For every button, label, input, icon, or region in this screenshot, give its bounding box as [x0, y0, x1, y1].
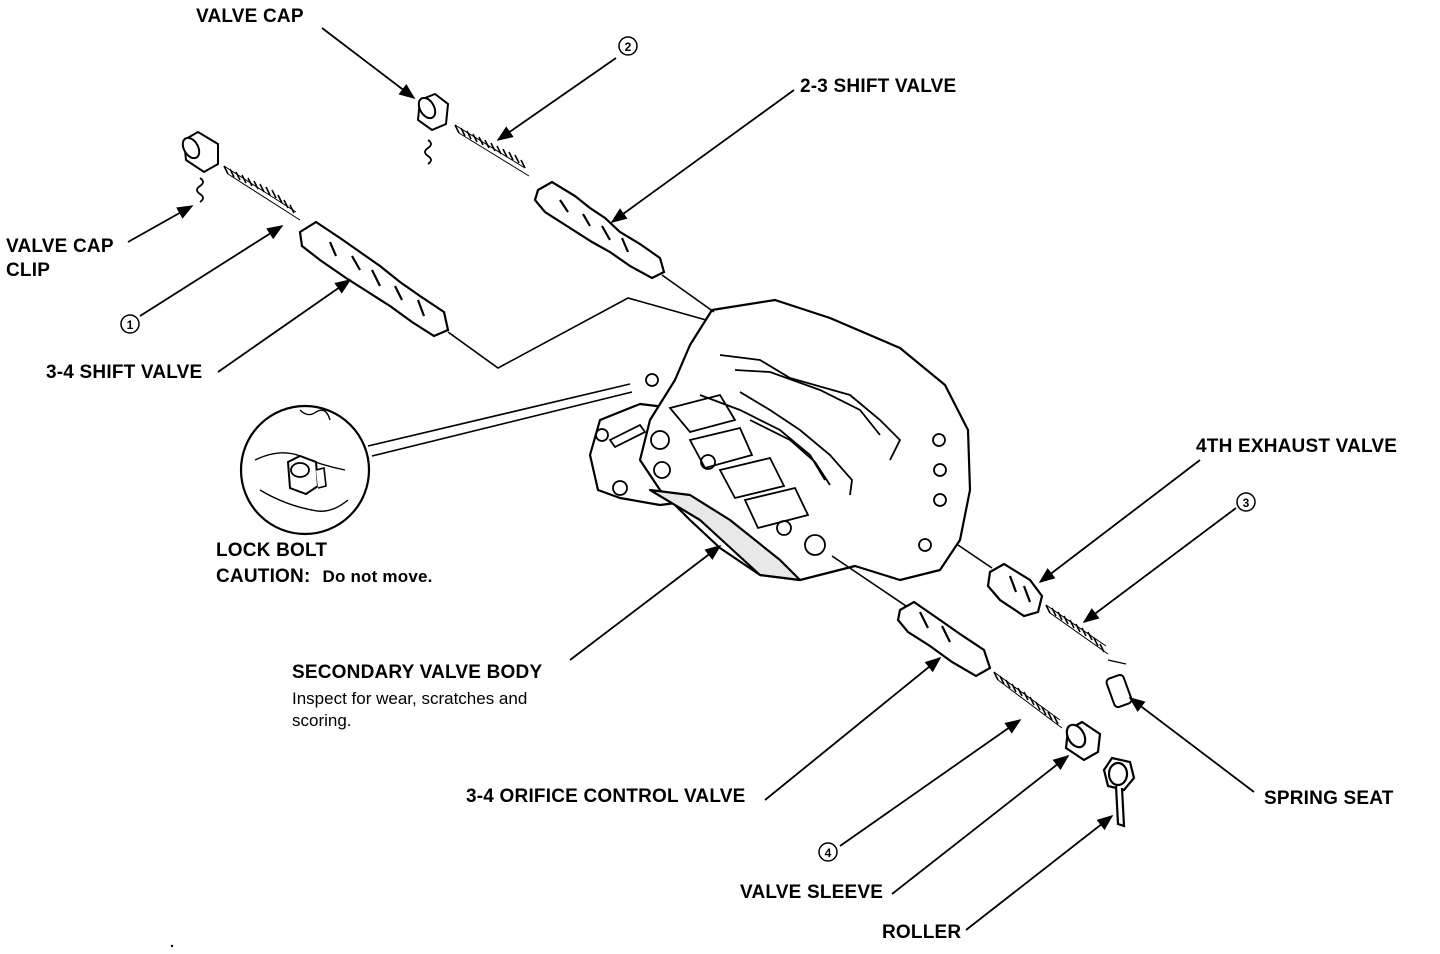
spring-1: [223, 165, 301, 221]
lock-bolt-icon: [286, 454, 327, 496]
leader-secondary-body: [569, 545, 722, 661]
lock-bolt-detail: [239, 383, 633, 536]
axis-line-orifice: [831, 555, 907, 607]
label-shift-valve-23: 2-3 SHIFT VALVE: [800, 76, 957, 97]
secondary-valve-body: [588, 298, 972, 582]
label-valve-sleeve: VALVE SLEEVE: [740, 882, 884, 903]
valve-cap-clip-23: [424, 139, 432, 165]
valve-sleeve: [1064, 720, 1102, 762]
label-valve-cap: VALVE CAP: [196, 6, 304, 27]
leader-valve-sleeve: [891, 755, 1070, 895]
leader-lines: [127, 27, 1255, 931]
leader-orifice-valve: [764, 656, 942, 801]
label-orifice-control-valve: 3-4 ORIFICE CONTROL VALVE: [466, 786, 746, 807]
leader-callout-1: [139, 225, 284, 317]
label-shift-valve-34: 3-4 SHIFT VALVE: [46, 362, 203, 383]
label-valve-cap-clip-1: VALVE CAP: [6, 236, 114, 257]
leader-spring-seat: [1128, 697, 1255, 793]
leader-valve-cap-clip: [127, 205, 194, 243]
svg-text:4: 4: [825, 846, 832, 860]
orifice-control-valve-34: [896, 600, 992, 678]
valve-cap-34: [181, 130, 219, 174]
label-lock-bolt: LOCK BOLT: [216, 540, 328, 561]
axis-line-23: [661, 274, 715, 313]
leader-shift-valve-34: [217, 279, 352, 373]
svg-text:2: 2: [625, 40, 632, 54]
callout-3: 3: [1236, 492, 1256, 512]
label-secondary-valve-body: SECONDARY VALVE BODY: [292, 662, 543, 683]
label-roller: ROLLER: [882, 922, 962, 943]
leader-callout-4: [839, 719, 1022, 847]
label-caution: CAUTION:: [216, 566, 311, 587]
label-caution-text: Do not move.: [322, 567, 433, 586]
leader-callout-2: [496, 57, 617, 141]
spring-4: [993, 671, 1063, 729]
note-secondary-2: scoring.: [292, 711, 352, 730]
shift-valve-34: [298, 220, 450, 338]
shift-valve-23: [533, 180, 666, 280]
valve-cap-clip-34: [196, 177, 204, 203]
valve-body-details: [595, 354, 947, 556]
callout-2: 2: [618, 36, 638, 56]
leader-exhaust-valve: [1038, 459, 1201, 583]
exhaust-valve-4th: [986, 562, 1044, 618]
label-spring-seat: SPRING SEAT: [1264, 788, 1394, 809]
spring-seat: [1105, 659, 1133, 709]
svg-text:1: 1: [127, 318, 134, 332]
leader-valve-cap: [321, 27, 416, 99]
note-secondary-1: Inspect for wear, scratches and: [292, 689, 528, 708]
caution-line: CAUTION: Do not move.: [216, 566, 433, 589]
spring-3: [1045, 604, 1109, 655]
leader-roller: [965, 815, 1114, 931]
axis-line-34: [447, 297, 707, 369]
callout-1: 1: [120, 314, 140, 334]
label-valve-cap-clip-2: CLIP: [6, 260, 51, 281]
leader-callout-3: [1082, 507, 1237, 623]
leader-shift-valve-23: [610, 89, 795, 223]
spring-2: [454, 124, 530, 177]
svg-text:3: 3: [1243, 496, 1250, 510]
callout-4: 4: [818, 842, 838, 862]
axis-line-4th: [957, 544, 993, 569]
label-exhaust-valve-4th: 4TH EXHAUST VALVE: [1196, 436, 1398, 457]
stray-dot: [170, 944, 174, 948]
roller: [1102, 756, 1136, 828]
valve-cap-23: [416, 92, 450, 132]
